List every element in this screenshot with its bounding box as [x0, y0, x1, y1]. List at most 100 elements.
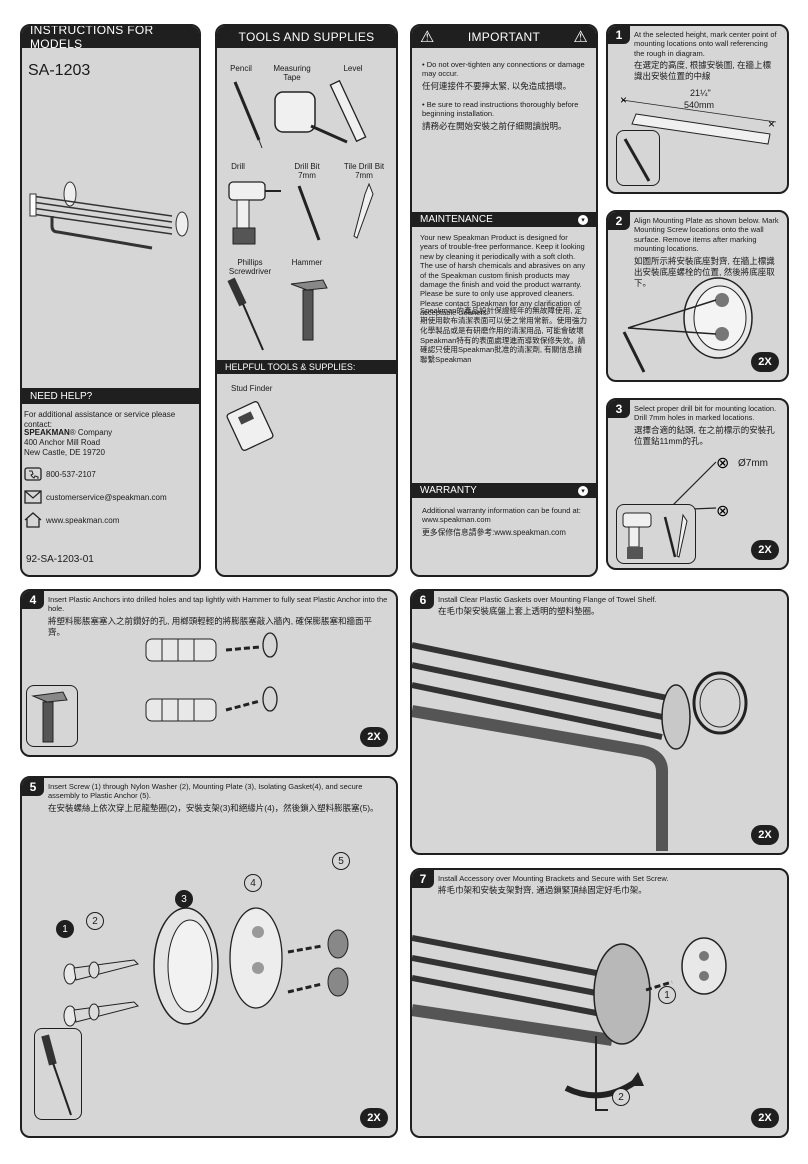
dimension-mm: 540mm: [684, 100, 715, 110]
model-number: SA-1203: [28, 62, 91, 79]
phone-row: 800-537-2107: [24, 466, 96, 482]
pencil-icon: [623, 138, 651, 182]
contact-intro: For additional assistance or service ple…: [24, 410, 176, 429]
step-1-panel: 1 At the selected height, mark center po…: [606, 24, 789, 194]
plastic-anchor: [145, 638, 217, 662]
tool-label-level: Level: [343, 64, 363, 73]
step-number: 1: [608, 26, 630, 44]
quantity-badge: 2X: [360, 727, 388, 747]
step-7-text: Install Accessory over Mounting Brackets…: [438, 874, 669, 896]
step-1-text: At the selected height, mark center poin…: [634, 30, 777, 82]
level-icon: [329, 79, 367, 143]
stud-finder-icon: [226, 401, 274, 451]
maintenance-text-zh: Speakman的產品設計保證經年的無故障使用, 定期使用軟布清潔表面可以使之常…: [420, 306, 588, 365]
drill-icon: [228, 181, 281, 245]
step-4-panel: 4 Insert Plastic Anchors into drilled ho…: [20, 589, 398, 757]
email-row: customerservice@speakman.com: [24, 490, 167, 504]
svg-text:⊗: ⊗: [716, 455, 729, 472]
level-mark-diagram: × ×: [620, 93, 777, 145]
instructions-header: INSTRUCTIONS FOR MODELS: [22, 26, 199, 51]
warning-icon: ⚠: [420, 29, 435, 46]
step-6-text: Install Clear Plastic Gaskets over Mount…: [438, 595, 657, 617]
website-url[interactable]: www.speakman.com: [46, 515, 120, 525]
step-2-panel: 2 Align Mounting Plate as shown below. M…: [606, 210, 789, 382]
screw: [63, 959, 139, 985]
step-number: 2: [608, 212, 630, 230]
hole-diameter-label: Ø7mm: [738, 458, 768, 469]
step-number: 6: [412, 591, 434, 609]
callout-4: 4: [244, 874, 262, 892]
tool-label-drill-bit: Drill Bit 7mm: [294, 162, 320, 181]
hammer-icon: [290, 279, 328, 341]
step-number: 7: [412, 870, 434, 888]
step-6-panel: 6 Install Clear Plastic Gaskets over Mou…: [410, 589, 789, 855]
drill-tools-inset: [616, 504, 696, 564]
tile-drill-bit-icon: [353, 182, 374, 239]
svg-text:×: ×: [768, 117, 775, 131]
towel-shelf-illustration: [29, 181, 189, 250]
email-address[interactable]: customerservice@speakman.com: [46, 492, 167, 502]
email-icon: [24, 490, 42, 504]
screwdriver-inset: [34, 1028, 82, 1120]
step-number: 5: [22, 778, 44, 796]
important-header: ⚠ IMPORTANT ⚠: [412, 26, 596, 48]
info-icon: ▾: [578, 214, 588, 225]
pencil-icon: [233, 81, 263, 149]
callout-3: 3: [175, 890, 193, 908]
screwdriver-icon: [227, 277, 264, 351]
svg-text:⊗: ⊗: [716, 503, 729, 520]
important-note-1-en: • Do not over-tighten any connections or…: [422, 60, 585, 79]
brand-name: SPEAKMAN: [24, 428, 70, 437]
step-7-panel: 7 Install Accessory over Mounting Bracke…: [410, 868, 789, 1138]
doc-number: 92-SA-1203-01: [26, 554, 94, 565]
tools-header: TOOLS AND SUPPLIES: [217, 26, 396, 48]
address-line2: New Castle, DE 19720: [24, 448, 105, 457]
svg-text:×: ×: [620, 93, 627, 107]
hammer-inset: [26, 685, 78, 747]
important-note-2-zh: 請務必在開始安裝之前仔細閱讀說明。: [422, 120, 567, 131]
dimension-inches: 21¼": [690, 88, 711, 98]
callout-5: 5: [332, 852, 350, 870]
tool-label-hammer: Hammer: [291, 258, 323, 267]
tool-label-measuring-tape: Measuring Tape: [273, 64, 311, 83]
tools-panel: TOOLS AND SUPPLIES Pencil Measuring Tape…: [215, 24, 398, 577]
plastic-anchors-diagram: [145, 632, 278, 722]
tool-label-stud-finder: Stud Finder: [231, 384, 273, 393]
drill-icon: [622, 512, 688, 559]
callout-2: 2: [612, 1088, 630, 1106]
address-line1: 400 Anchor Mill Road: [24, 438, 101, 447]
screw: [63, 1001, 139, 1027]
tool-label-tile-drill-bit: Tile Drill Bit 7mm: [343, 162, 385, 181]
step-3-text: Select proper drill bit for mounting loc…: [634, 404, 777, 446]
measuring-tape-icon: [274, 91, 348, 144]
tool-label-pencil: Pencil: [230, 64, 252, 73]
phone-number[interactable]: 800-537-2107: [46, 469, 96, 479]
important-note-2-en: • Be sure to read instructions thoroughl…: [422, 99, 579, 119]
maintenance-header: MAINTENANCE ▾: [412, 212, 596, 227]
warranty-text-zh: 更多保修信息請參考:www.speakman.com: [422, 528, 566, 537]
assembly-exploded-diagram: [63, 907, 349, 1027]
step-number: 3: [608, 400, 630, 418]
pencil-inset: [616, 130, 660, 186]
quantity-badge: 2X: [751, 1108, 779, 1128]
gasket-install-diagram: [412, 642, 748, 851]
plastic-anchor: [145, 698, 217, 722]
quantity-badge: 2X: [751, 825, 779, 845]
quantity-badge: 2X: [751, 540, 779, 560]
warning-icon: ⚠: [573, 29, 588, 46]
important-note-1-zh: 任何連接件不要擰太緊, 以免造成損壞。: [422, 80, 572, 91]
company-block: SPEAKMAN® Company 400 Anchor Mill Road N…: [24, 428, 112, 458]
website-row: www.speakman.com: [24, 512, 119, 528]
callout-1: 1: [658, 986, 676, 1004]
need-help-header: NEED HELP?: [22, 388, 199, 404]
important-panel: ⚠ IMPORTANT ⚠ • Do not over-tighten any …: [410, 24, 598, 577]
step-5-text: Insert Screw (1) through Nylon Washer (2…: [48, 782, 379, 813]
brand-suffix: ® Company: [69, 428, 113, 437]
tool-label-screwdriver: Phillips Screwdriver: [228, 258, 272, 277]
warranty-header: WARRANTY ▾: [412, 483, 596, 498]
helpful-tools-header: HELPFUL TOOLS & SUPPLIES:: [217, 360, 396, 374]
info-icon: ▾: [578, 485, 588, 496]
screwdriver-icon: [41, 1034, 72, 1116]
warranty-text-en: Additional warranty information can be f…: [422, 506, 581, 525]
step-3-panel: 3 Select proper drill bit for mounting l…: [606, 398, 789, 570]
